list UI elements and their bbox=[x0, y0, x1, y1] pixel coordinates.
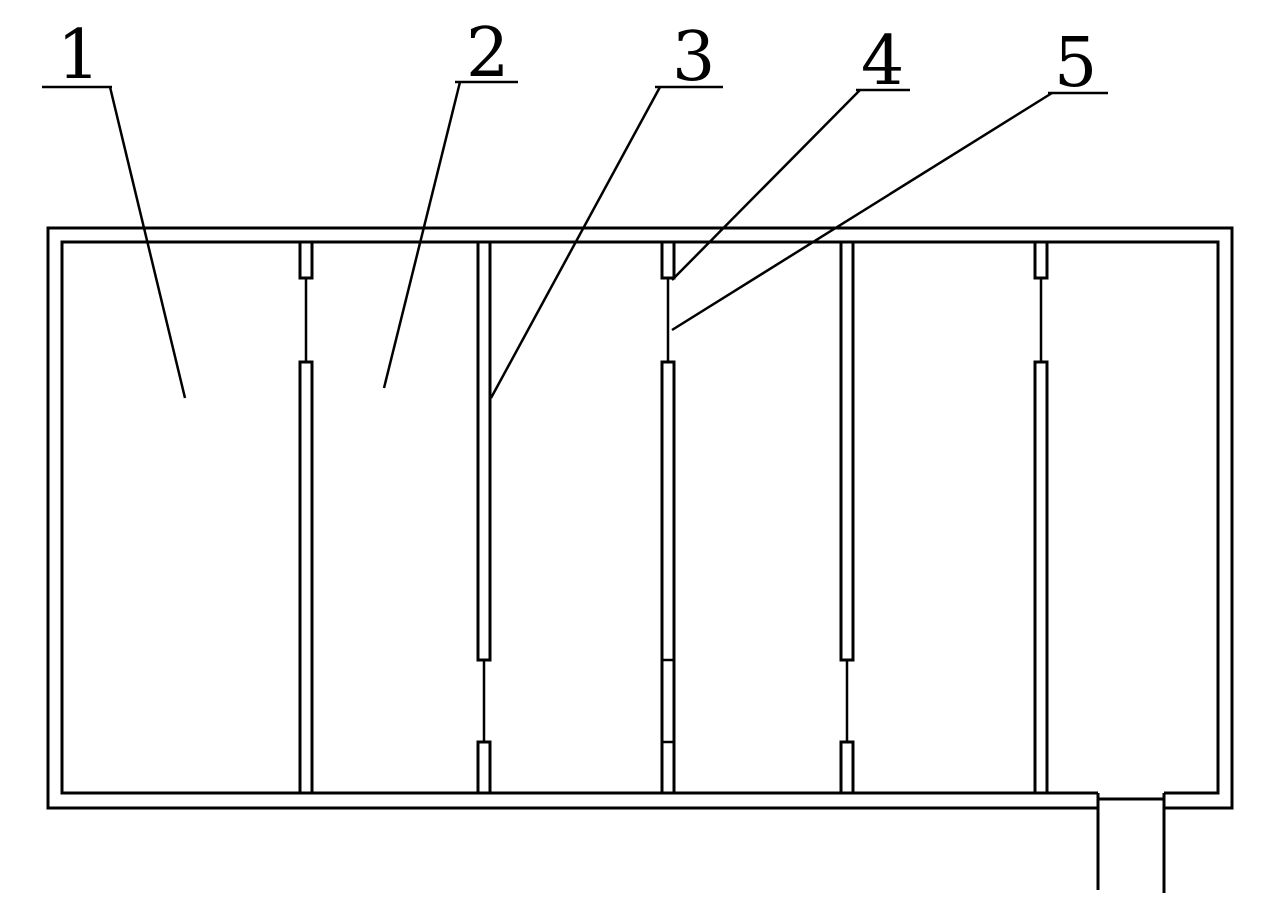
baffle-wall-4 bbox=[839, 240, 855, 795]
tank-inner-wall bbox=[60, 240, 1220, 795]
leader-line-5 bbox=[671, 91, 1108, 332]
leader-line-1 bbox=[42, 85, 187, 399]
baffle-wall-1 bbox=[298, 240, 314, 795]
tank-outer-wall bbox=[46, 226, 1234, 810]
baffle-wall-2 bbox=[476, 240, 492, 795]
baffle-wall-3 bbox=[660, 240, 676, 795]
outlet-pipe bbox=[1096, 793, 1166, 893]
leader-line-4 bbox=[671, 88, 910, 281]
leader-line-2 bbox=[382, 80, 518, 389]
label-3: 3 bbox=[672, 18, 715, 97]
label-1: 1 bbox=[57, 16, 100, 95]
label-4: 4 bbox=[861, 22, 904, 101]
baffle-wall-5 bbox=[1033, 240, 1049, 795]
label-5: 5 bbox=[1054, 24, 1097, 103]
leader-line-3 bbox=[489, 85, 723, 399]
label-2: 2 bbox=[466, 14, 509, 93]
